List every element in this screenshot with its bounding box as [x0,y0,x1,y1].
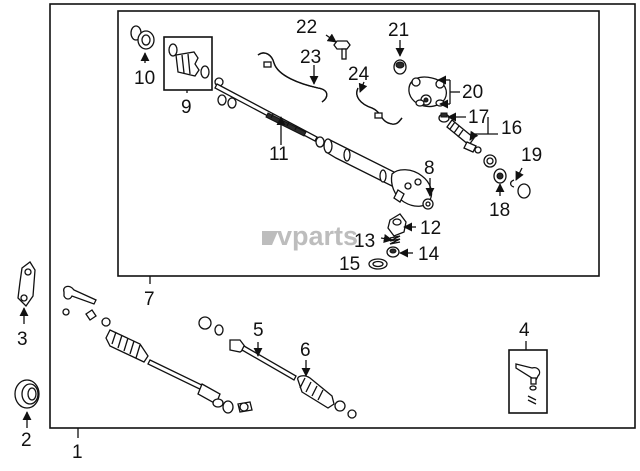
callout-11: 11 [269,144,289,165]
part-15-lock-nut [368,258,388,270]
callout-20: 20 [462,82,483,103]
part-2-mount-bushing [14,379,40,409]
part-1-left-tie-rod-end [62,285,111,327]
part-17-16-pinion-shaft [438,112,482,154]
part-9-boot-kit [168,43,210,79]
part-12-rack-guide [387,213,407,237]
leader-lines [19,33,527,438]
part-23-pressure-tube [257,52,328,103]
callout-13: 13 [354,231,375,252]
part-3-mount-bracket [17,261,36,308]
part-11-rack [214,77,318,142]
part-8-gear-housing [315,136,434,210]
part-18-adjuster-nut [483,154,507,184]
callout-5: 5 [253,320,264,341]
callout-2: 2 [21,430,32,451]
part-22-bolt [333,40,351,60]
callout-14: 14 [418,244,440,265]
callout-9: 9 [181,97,192,118]
callout-8: 8 [424,158,435,179]
part-5-inner-tie-rod [198,316,297,381]
boot-kit-box [163,36,213,91]
callout-17: 17 [468,107,489,128]
callout-7: 7 [144,289,155,310]
outer-assembly-frame [49,3,636,429]
part-1-left-boot [105,329,149,363]
callout-22: 22 [296,17,317,38]
tie-rod-end-box [508,349,548,414]
part-13-spring [389,235,401,245]
callout-10: 10 [134,68,155,89]
svg-text:vparts: vparts [277,221,358,251]
part-4-tie-rod-end [515,363,541,405]
callout-16: 16 [501,118,522,139]
callout-15: 15 [339,254,360,275]
part-24-return-tube [356,87,403,125]
part-20-valve-housing [408,76,448,108]
part-14-guide-plug [386,246,400,258]
callout-4: 4 [519,320,530,341]
part-1-rack-body [147,359,224,408]
callout-21: 21 [388,20,409,41]
inner-gear-frame [117,10,600,277]
callout-3: 3 [17,329,28,350]
callout-23: 23 [300,47,321,68]
callout-1: 1 [72,442,83,463]
callout-12: 12 [420,218,441,239]
part-21-cap [393,59,407,75]
watermark-logo: vparts [262,221,358,251]
callout-18: 18 [489,200,510,221]
callout-6: 6 [300,340,311,361]
part-10-seal [130,25,155,50]
part-6-tie-rod-boot [297,375,357,419]
part-19-snap-ring [509,179,531,199]
boot-clamps [222,400,253,414]
callout-19: 19 [521,145,542,166]
callout-24: 24 [348,64,370,85]
